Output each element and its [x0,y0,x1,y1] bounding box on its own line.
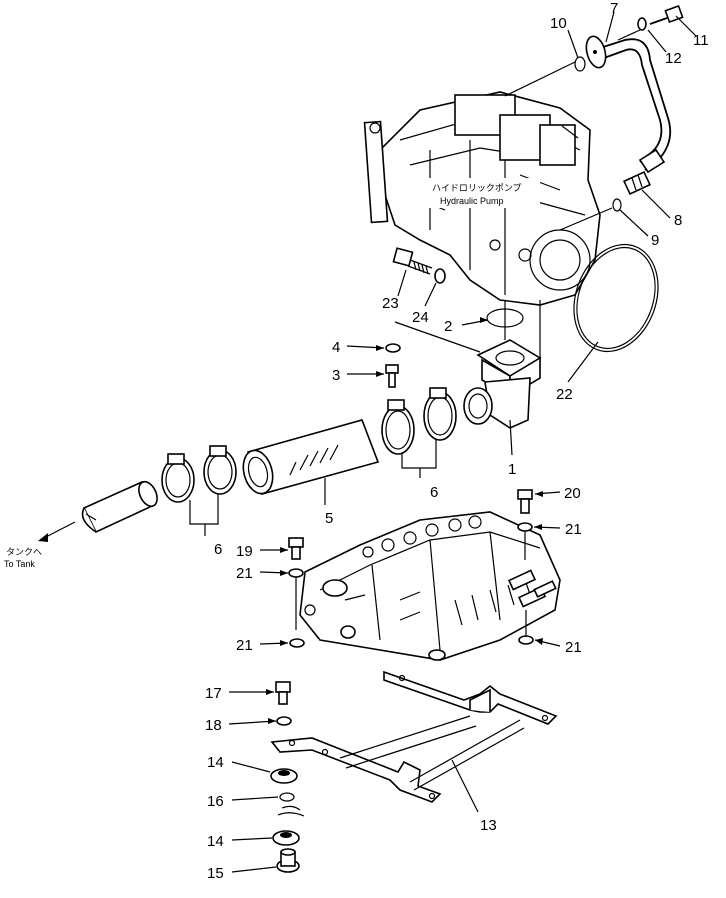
washer-21-right-top [517,522,533,532]
elbow-1 [463,339,542,456]
hydraulic-pump: ハイドロリックポンプ Hydraulic Pump [363,61,613,306]
washer-4 [385,343,401,353]
callout-arrowheads [266,317,543,724]
to-tank-label-jp: タンクへ [6,547,42,557]
label-5: 5 [325,510,333,527]
fitting-8 [623,170,651,196]
mount-14-top [270,768,298,784]
label-24: 24 [412,309,429,326]
label-4: 4 [332,339,340,356]
washer-12 [637,17,647,31]
control-valve [299,511,561,661]
bracket-13 [270,670,558,813]
label-12: 12 [665,50,682,67]
washer-21-right-bottom [518,635,534,645]
washer-24 [434,268,446,284]
o-ring-10 [574,56,586,72]
bolt-23 [392,247,433,275]
label-6-right: 6 [430,484,438,501]
label-14-bottom: 14 [207,833,224,850]
washer-18 [276,716,292,726]
label-21-right-bottom: 21 [565,639,582,656]
label-7: 7 [610,0,618,17]
washer-21-left-top [288,568,304,578]
to-tank-label-en: To Tank [4,559,35,569]
bolt-17 [275,681,291,705]
label-19: 19 [236,543,253,560]
o-ring-9 [612,198,622,212]
label-1: 1 [508,461,516,478]
o-ring-22 [573,243,659,353]
bolt-19 [288,537,304,560]
mount-14-bottom [272,830,300,846]
spacer-15 [276,848,300,873]
bolt-20 [517,489,533,514]
label-15: 15 [207,865,224,882]
label-22: 22 [556,386,573,403]
label-21-left-top: 21 [236,565,253,582]
pump-label-en: Hydraulic Pump [440,196,504,206]
label-17: 17 [205,685,222,702]
label-6-left: 6 [214,541,222,558]
label-21-right-top: 21 [565,521,582,538]
washer-16 [279,792,295,802]
part-number-labels: 1 2 3 4 5 6 6 7 8 9 10 11 12 13 14 14 15… [205,0,709,882]
label-21-left-bottom: 21 [236,637,253,654]
label-23: 23 [382,295,399,312]
washer-21-left-bottom [289,638,305,648]
label-8: 8 [674,212,682,229]
label-20: 20 [564,485,581,502]
label-10: 10 [550,15,567,32]
label-11: 11 [693,32,709,49]
pump-label-jp: ハイドロリックポンプ [432,183,522,193]
label-18: 18 [205,717,222,734]
bolt-3 [385,364,399,388]
clamps-6-left [161,445,237,536]
label-13: 13 [480,817,497,834]
label-9: 9 [651,232,659,249]
label-16: 16 [207,793,224,810]
label-14-top: 14 [207,754,224,771]
pipe-assembly [585,29,672,174]
label-2: 2 [444,318,452,335]
label-3: 3 [332,367,340,384]
return-hose: タンクへ To Tank [4,480,158,569]
bolt-11 [649,4,684,25]
hose-5 [242,419,380,505]
clamps-6-right [381,387,457,478]
